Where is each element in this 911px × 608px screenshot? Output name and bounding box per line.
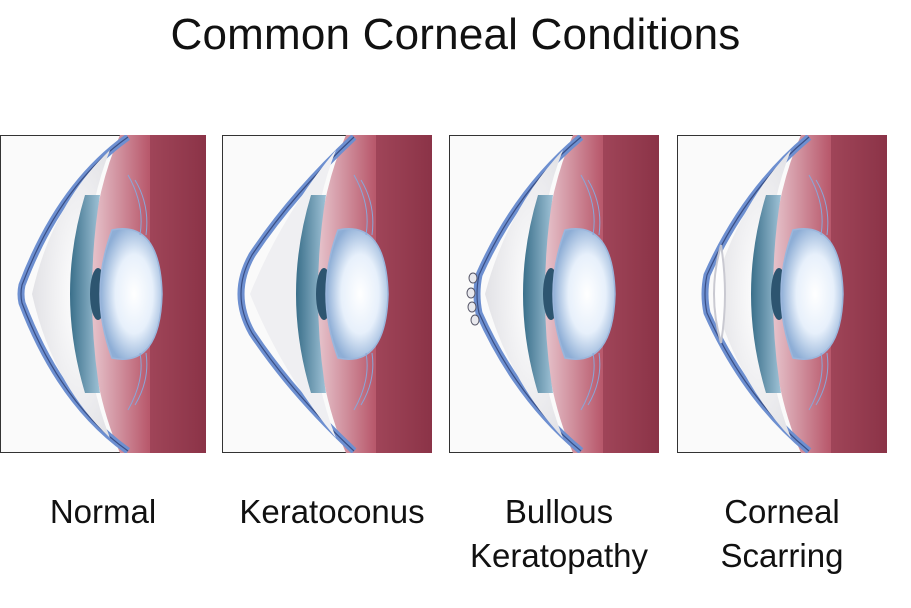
corneal-scarring-eye-illustration: [677, 135, 887, 453]
panel-corneal-scarring: [677, 135, 887, 453]
label-scarring-line-1: Corneal: [724, 493, 840, 530]
panel-normal: [0, 135, 206, 453]
label-normal: Normal: [0, 490, 206, 534]
corneal-bullae: [466, 272, 480, 326]
diagram-title: Common Corneal Conditions: [170, 10, 741, 59]
bullous-keratopathy-eye-illustration: [449, 135, 659, 453]
label-bullous-line-1: Bullous: [504, 493, 614, 530]
label-scarring-line-2: Scarring: [720, 537, 844, 574]
panel-keratoconus: [222, 135, 432, 453]
label-bullous-keratopathy: Bullous Keratopathy: [449, 490, 669, 578]
label-keratoconus: Keratoconus: [222, 490, 442, 534]
panel-bullous-keratopathy: [449, 135, 659, 453]
label-normal-line: Normal: [49, 493, 157, 530]
normal-eye-illustration: [0, 135, 206, 453]
scar-opacity: [713, 244, 726, 344]
label-keratoconus-line: Keratoconus: [239, 493, 425, 530]
keratoconus-eye-illustration: [222, 135, 432, 453]
label-bullous-line-2: Keratopathy: [470, 537, 648, 574]
label-corneal-scarring: Corneal Scarring: [677, 490, 887, 578]
